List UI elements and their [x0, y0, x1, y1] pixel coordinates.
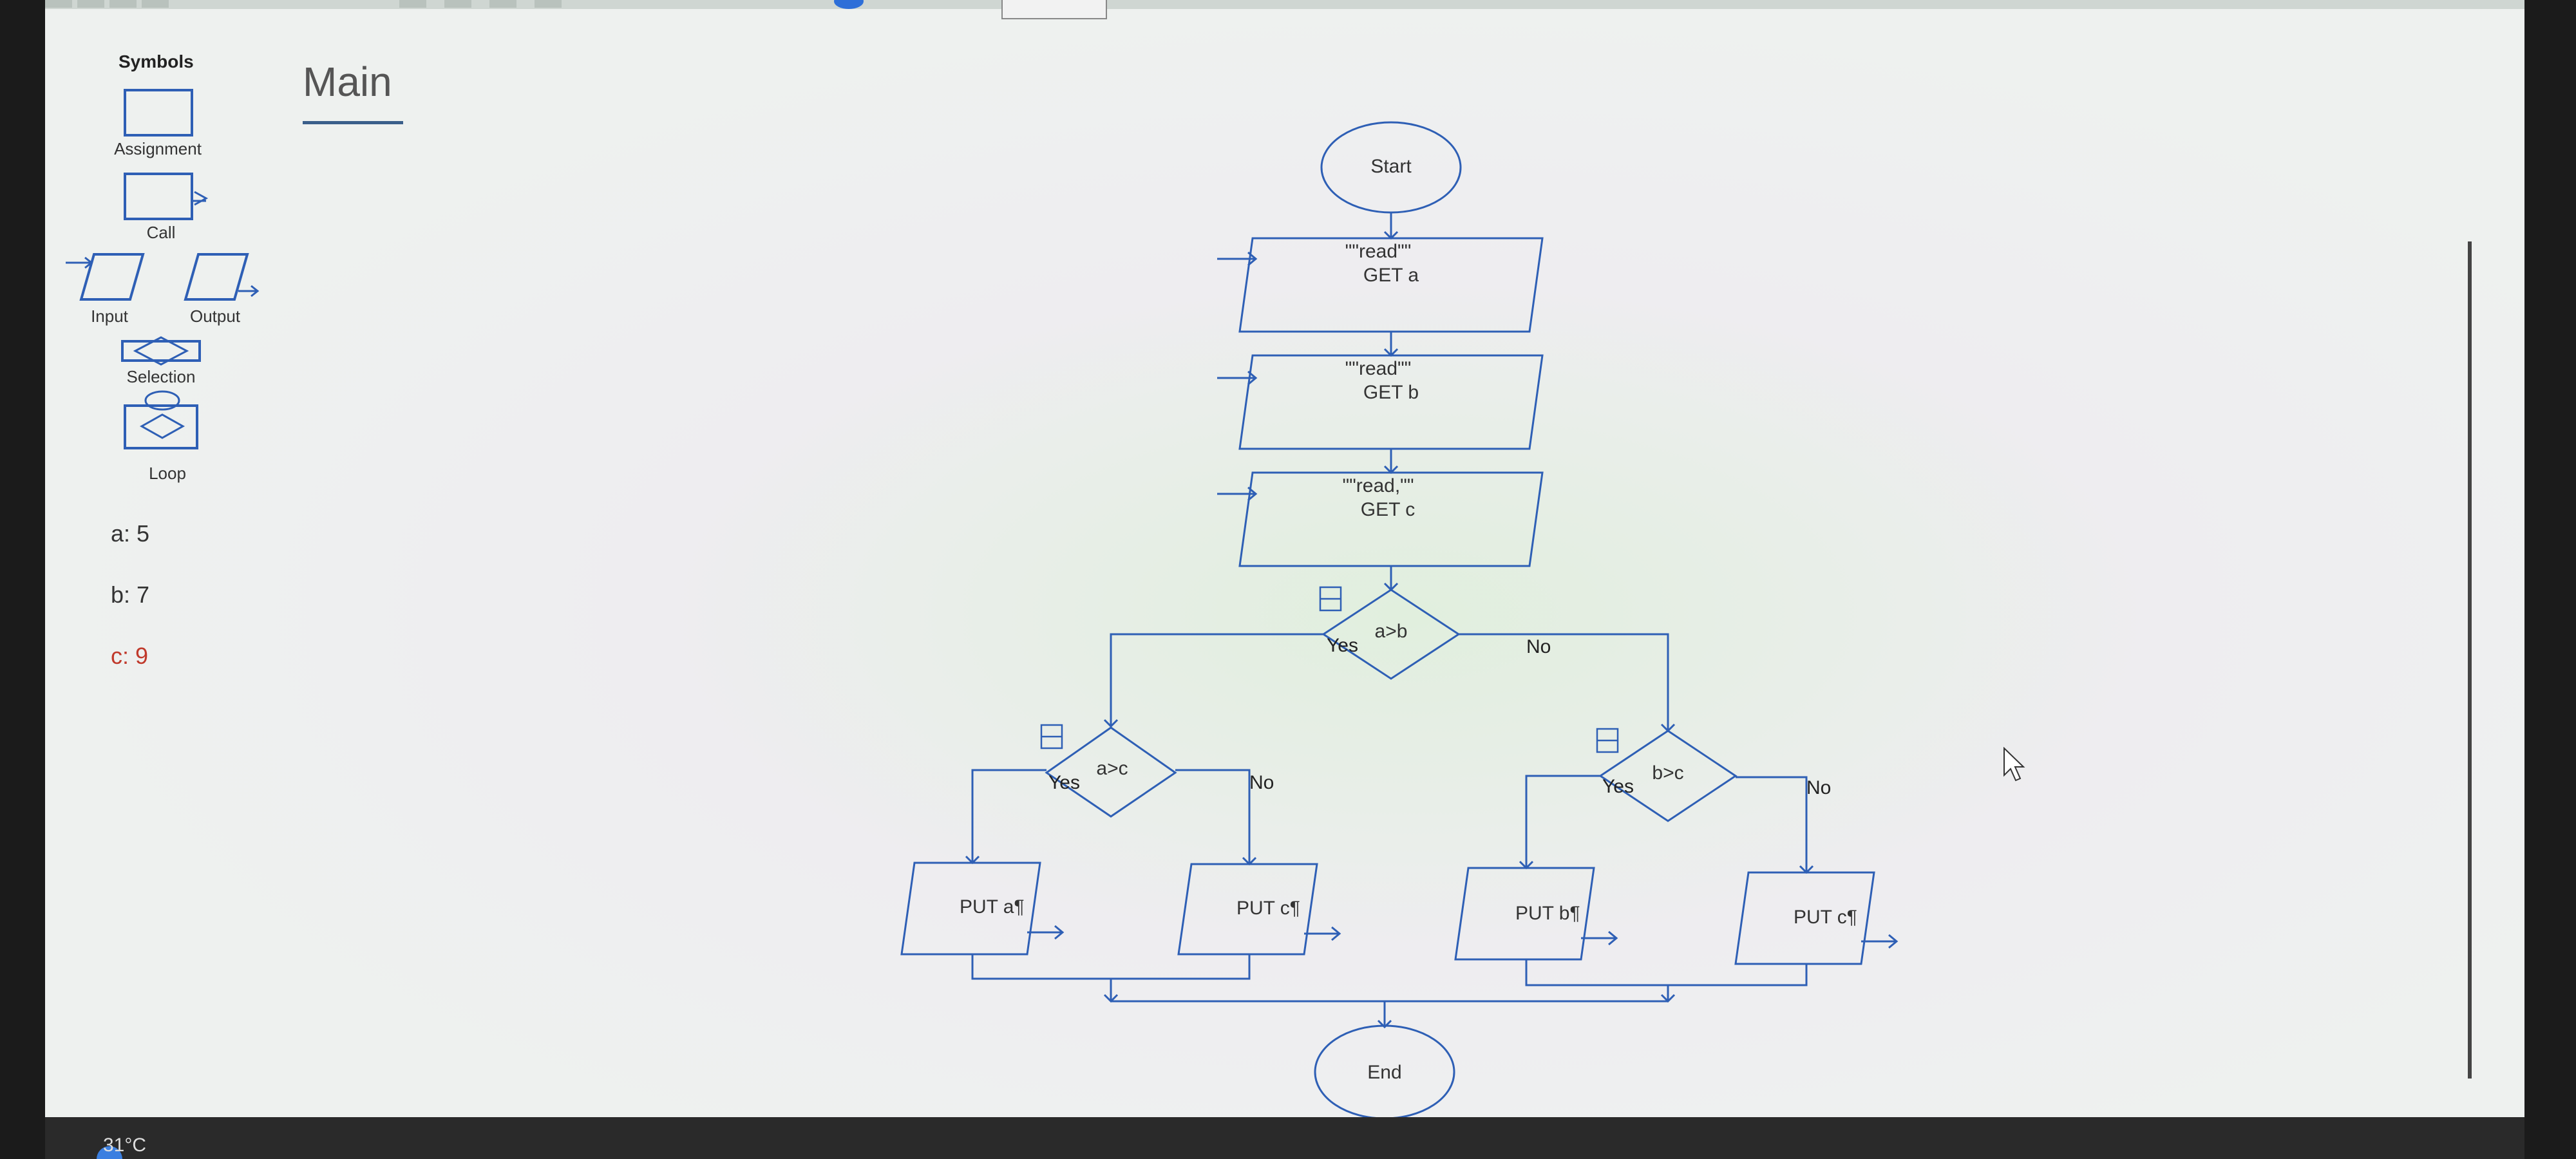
- output-c1-shape: [1177, 863, 1318, 956]
- input-c-shape: [1238, 471, 1544, 567]
- weather-temperature[interactable]: 31°C: [103, 1135, 147, 1156]
- decision-right-label[interactable]: b>c: [1652, 762, 1683, 784]
- app-window: Symbols: [45, 0, 2524, 1117]
- input-b-shape: [1238, 354, 1544, 450]
- palette-title: Symbols: [118, 52, 194, 71]
- input-a-prompt[interactable]: ""read"": [1345, 241, 1412, 262]
- toolbar-button[interactable]: [109, 0, 137, 8]
- toolbar-button[interactable]: [489, 0, 516, 8]
- input-icon: [66, 253, 145, 301]
- decision-left-label[interactable]: a>c: [1096, 758, 1128, 779]
- tab-main[interactable]: Main: [303, 59, 392, 105]
- loop-label[interactable]: Loop: [149, 464, 186, 483]
- input-c-code[interactable]: GET c: [1361, 499, 1415, 520]
- end-terminator: [1314, 1024, 1455, 1117]
- tab-main-underline: [303, 121, 403, 124]
- vertical-scrollbar[interactable]: [2468, 241, 2472, 1079]
- mouse-cursor-icon: [2003, 747, 2025, 782]
- toolbar-button[interactable]: [142, 0, 169, 8]
- output-c2-label[interactable]: PUT c¶: [1794, 907, 1857, 928]
- decision-left-no: No: [1249, 772, 1274, 793]
- variable-c: c: 9: [111, 643, 149, 669]
- toolbar-input[interactable]: [1001, 0, 1107, 19]
- decision-right-yes: Yes: [1602, 776, 1634, 797]
- status-dot: [834, 0, 864, 9]
- toolbar-button[interactable]: [444, 0, 471, 8]
- selection-label[interactable]: Selection: [126, 367, 196, 386]
- flowchart-canvas: Start ""read"" GET a ""read"" GET b ""re…: [900, 121, 1899, 1117]
- end-label[interactable]: End: [1367, 1062, 1401, 1083]
- toolbar-button[interactable]: [77, 0, 104, 8]
- toolbar-button[interactable]: [535, 0, 562, 8]
- decision-main-no: No: [1526, 636, 1551, 657]
- taskbar: [45, 1117, 2524, 1159]
- variable-a: a: 5: [111, 520, 150, 547]
- output-a-shape: [900, 862, 1041, 956]
- input-label[interactable]: Input: [91, 306, 128, 326]
- output-label[interactable]: Output: [189, 306, 241, 326]
- call-label[interactable]: Call: [146, 223, 176, 242]
- symbols-palette: Symbols: [45, 0, 316, 708]
- decision-main-yes: Yes: [1327, 635, 1358, 656]
- start-label[interactable]: Start: [1370, 156, 1412, 177]
- decision-left-shape: [1045, 726, 1177, 818]
- input-c-prompt[interactable]: ""read,"": [1343, 475, 1414, 496]
- output-c1-label[interactable]: PUT c¶: [1236, 898, 1300, 919]
- input-a-code[interactable]: GET a: [1363, 265, 1419, 286]
- output-b-shape: [1454, 867, 1595, 961]
- toolbar-button[interactable]: [399, 0, 426, 8]
- assignment-icon: [124, 89, 193, 137]
- output-b-label[interactable]: PUT b¶: [1515, 903, 1580, 924]
- input-a-shape: [1238, 237, 1544, 333]
- input-b-code[interactable]: GET b: [1363, 382, 1419, 403]
- toolbar-button[interactable]: [45, 0, 72, 8]
- weather-icon[interactable]: [97, 1146, 122, 1159]
- loop-icon: [124, 390, 198, 449]
- call-icon: [124, 173, 193, 220]
- input-b-prompt[interactable]: ""read"": [1345, 358, 1412, 379]
- decision-right-shape: [1598, 730, 1738, 822]
- variable-b: b: 7: [111, 581, 150, 608]
- selection-icon: [121, 336, 201, 366]
- toolbar-strip: [45, 0, 2524, 9]
- output-icon: [184, 253, 260, 301]
- output-a-label[interactable]: PUT a¶: [960, 896, 1025, 918]
- output-c2-shape: [1734, 871, 1875, 965]
- decision-main-label[interactable]: a>b: [1375, 621, 1408, 642]
- palette-icons: [66, 89, 260, 449]
- decision-right-no: No: [1806, 777, 1831, 798]
- decision-left-yes: Yes: [1048, 772, 1080, 793]
- assignment-label[interactable]: Assignment: [114, 139, 202, 158]
